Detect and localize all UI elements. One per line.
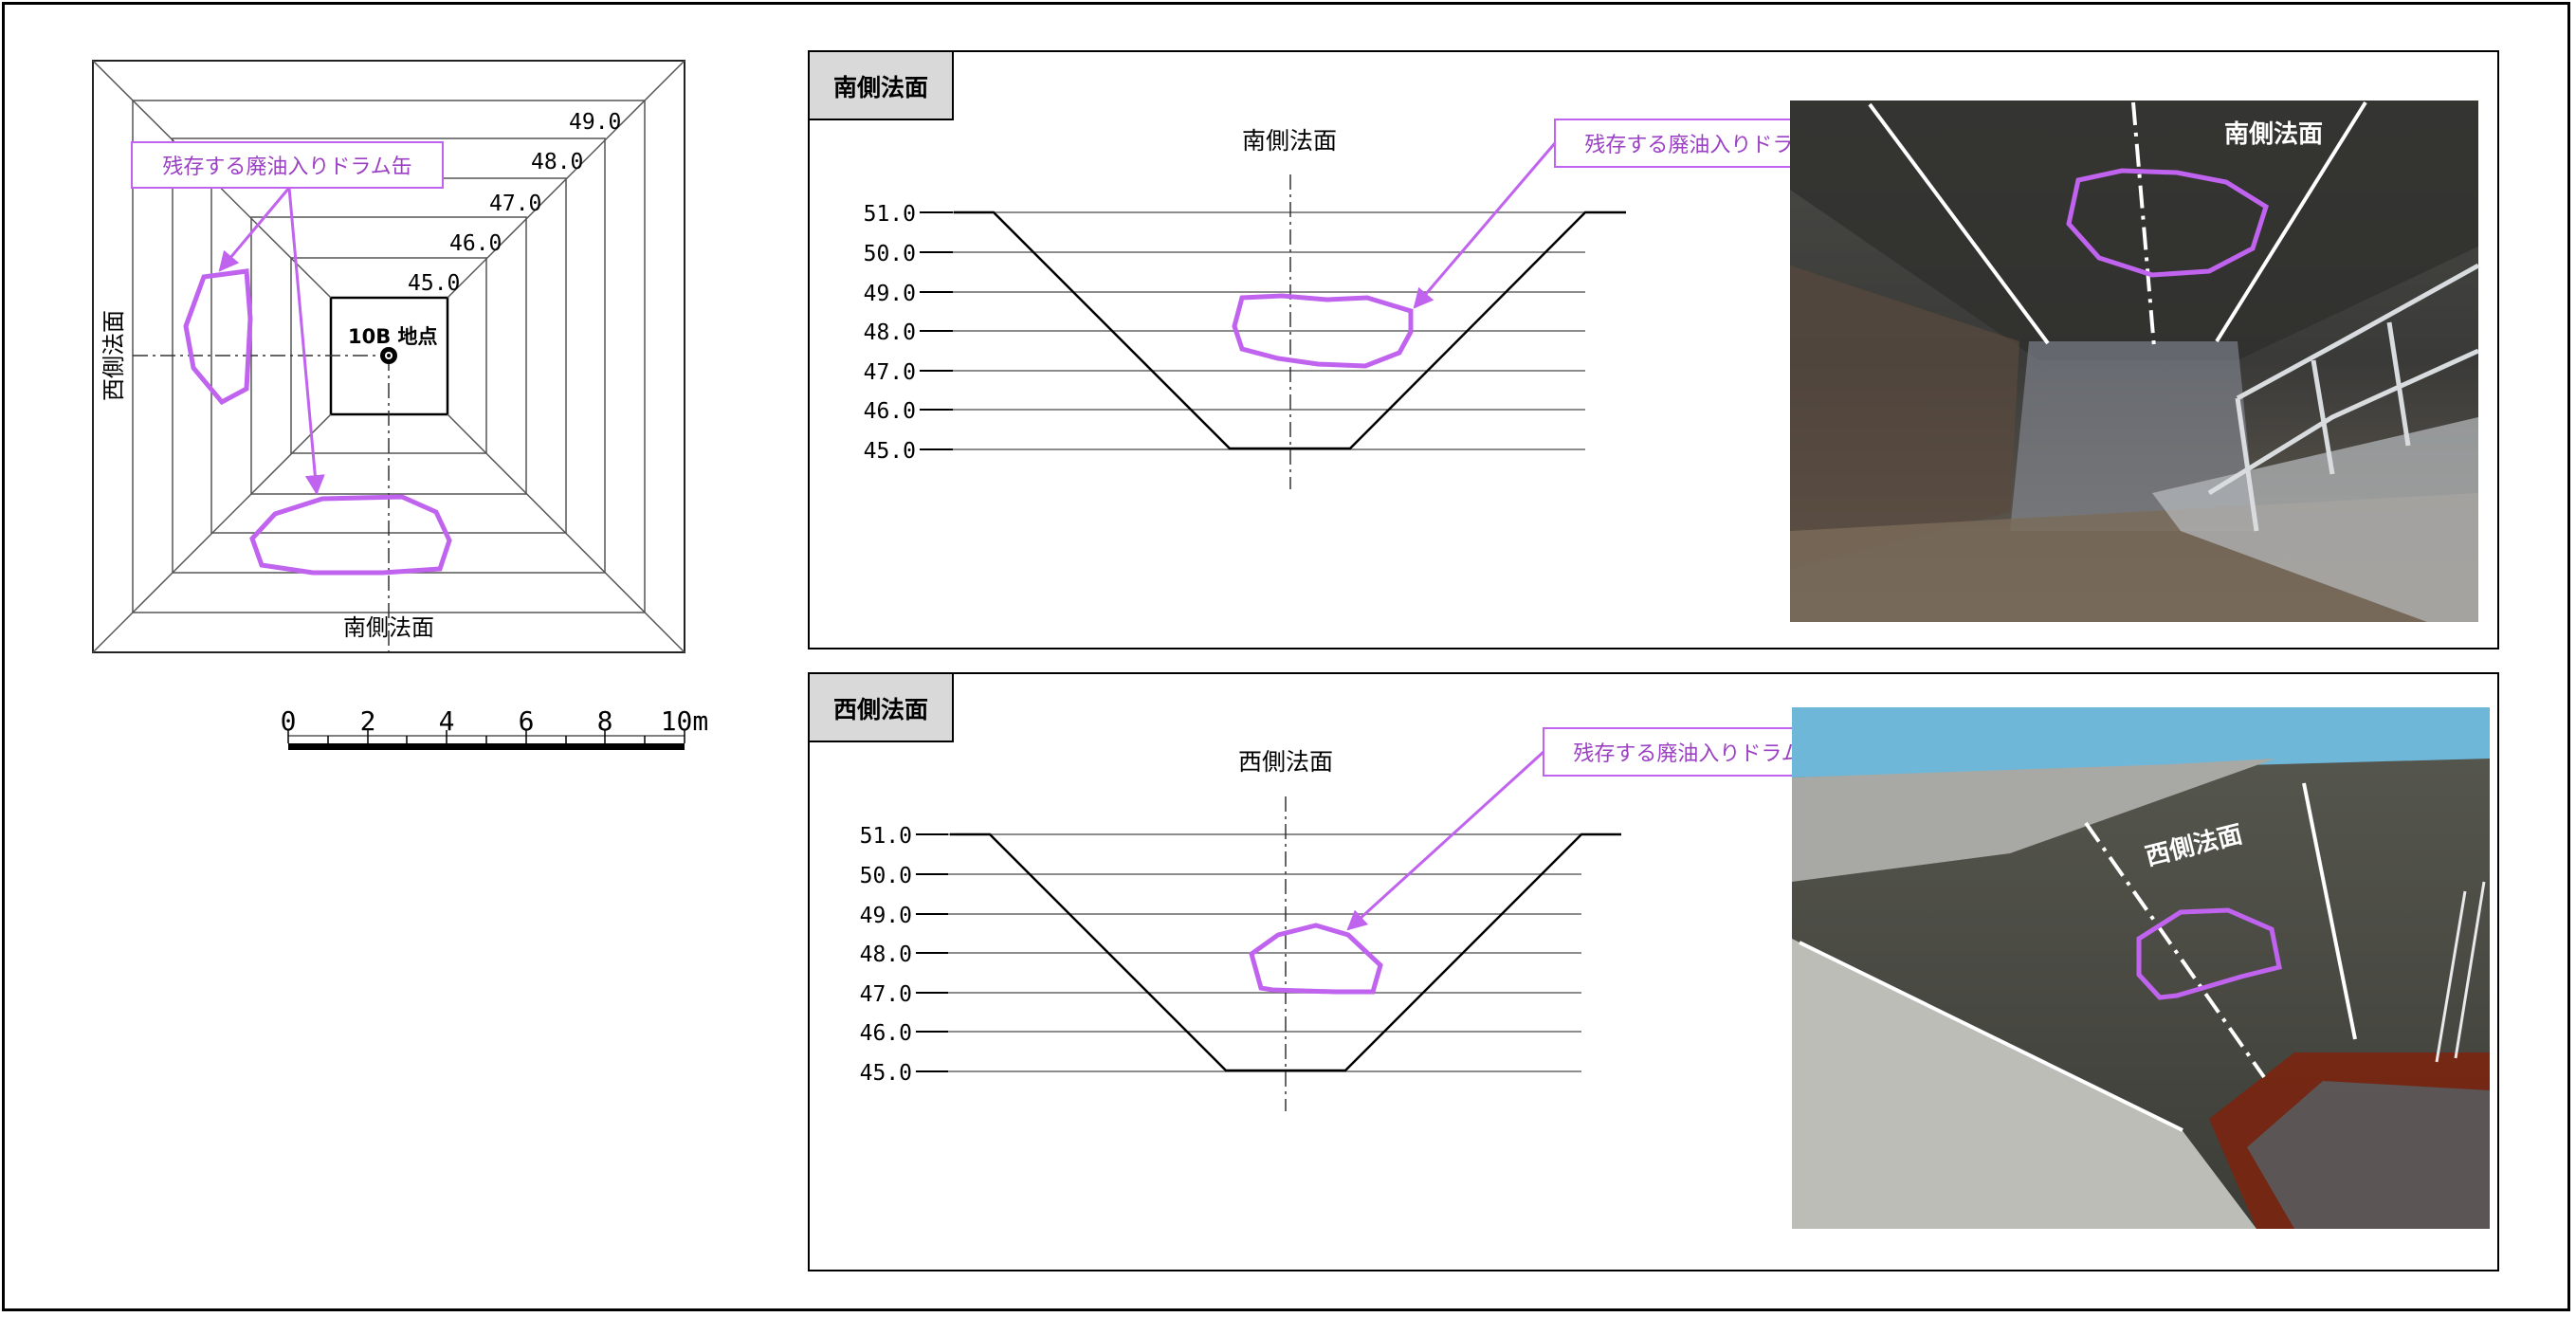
south-face-label: 南側法面 bbox=[343, 614, 434, 641]
drum-outline-west bbox=[183, 268, 253, 406]
contour-label-49: 49.0 bbox=[569, 110, 621, 135]
svg-text:南側法面: 南側法面 bbox=[833, 74, 928, 101]
contour-label-47: 47.0 bbox=[489, 192, 541, 216]
scale-tick-4: 4 bbox=[439, 705, 455, 737]
plan-callout-box bbox=[131, 141, 444, 189]
south-panel-tab bbox=[808, 50, 954, 120]
west-elev-46: 46.0 bbox=[860, 1021, 912, 1046]
scale-tick-0: 0 bbox=[281, 705, 297, 737]
scale-bar: 0 2 4 6 8 10m bbox=[281, 705, 709, 750]
point-label: 10B 地点 bbox=[348, 325, 438, 348]
west-photo: 西側法面 bbox=[1792, 707, 2490, 1229]
south-drum-outline bbox=[1232, 293, 1414, 369]
contour-label-48: 48.0 bbox=[531, 150, 583, 174]
contour-label-45: 45.0 bbox=[408, 271, 460, 296]
south-excavation-profile bbox=[954, 210, 1626, 450]
south-section-title: 南側法面 bbox=[1242, 127, 1337, 155]
west-elev-47: 47.0 bbox=[860, 982, 912, 1007]
scale-tick-8: 8 bbox=[597, 705, 613, 737]
south-photo-label: 南側法面 bbox=[2224, 120, 2323, 149]
west-excavation-profile bbox=[950, 832, 1621, 1072]
drum-outline-south bbox=[249, 494, 452, 576]
west-section-title: 西側法面 bbox=[1238, 748, 1333, 776]
plan-callout-text: 残存する廃油入りドラム缶 bbox=[162, 155, 411, 179]
west-panel-tab bbox=[808, 672, 954, 742]
contour-label-46: 46.0 bbox=[449, 231, 502, 256]
west-elev-50: 50.0 bbox=[860, 864, 912, 888]
south-elev-49: 49.0 bbox=[864, 282, 916, 306]
south-elev-50: 50.0 bbox=[864, 242, 916, 266]
west-callout-text: 残存する廃油入りドラム缶 bbox=[1573, 742, 1822, 766]
scale-tick-10m: 10m bbox=[661, 705, 709, 737]
west-elev-49: 49.0 bbox=[860, 904, 912, 928]
west-elev-51: 51.0 bbox=[860, 824, 912, 849]
west-elev-45: 45.0 bbox=[860, 1061, 912, 1086]
west-elev-48: 48.0 bbox=[860, 942, 912, 967]
west-photo-drum-outline bbox=[2136, 907, 2282, 1000]
south-photo: 南側法面 bbox=[1790, 101, 2480, 622]
scale-tick-6: 6 bbox=[519, 705, 535, 737]
scale-tick-2: 2 bbox=[360, 705, 376, 737]
south-elev-46: 46.0 bbox=[864, 399, 916, 424]
south-elev-48: 48.0 bbox=[864, 320, 916, 345]
south-elev-47: 47.0 bbox=[864, 360, 916, 385]
west-face-label: 西側法面 bbox=[100, 310, 127, 401]
south-elev-51: 51.0 bbox=[864, 202, 916, 227]
svg-text:西側法面: 西側法面 bbox=[833, 696, 928, 723]
plan-view: 49.0 48.0 47.0 46.0 45.0 10B 地点 西側法面 南側法… bbox=[92, 60, 685, 653]
south-elev-45: 45.0 bbox=[864, 439, 916, 464]
west-drum-outline bbox=[1249, 923, 1383, 995]
south-photo-drum-outline bbox=[2066, 168, 2269, 278]
west-panel: 西側法面 西側法面 51.0 50.0 49.0 48.0 47.0 46.0 … bbox=[808, 672, 2499, 1271]
south-panel: 南側法面 南側法面 51.0 50.0 49.0 48.0 47.0 46.0 … bbox=[808, 50, 2499, 649]
